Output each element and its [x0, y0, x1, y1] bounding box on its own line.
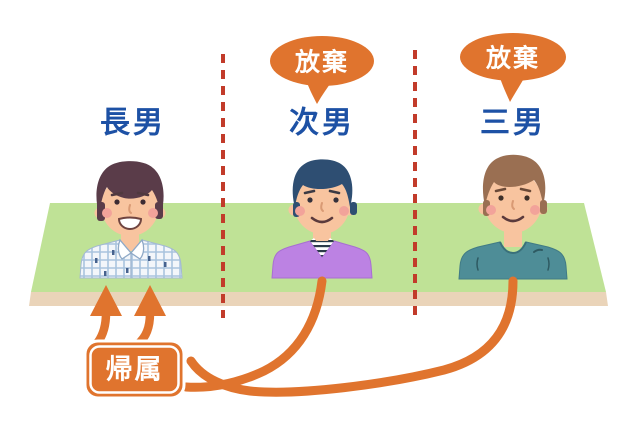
arrow-head-left-icon	[90, 285, 122, 316]
figure-second-son	[271, 159, 373, 279]
attribution-badge-inner-border	[89, 345, 180, 394]
label-third-son: 三男	[480, 106, 546, 141]
speech-bubble-second-son: 放棄	[270, 36, 374, 104]
third-nose	[511, 200, 515, 210]
eldest-eye-right	[140, 199, 146, 205]
eldest-eye-left	[114, 199, 120, 205]
eldest-collar-left	[117, 238, 132, 260]
second-vneck-opening	[310, 238, 334, 257]
flow-curve-from-third-son	[186, 276, 518, 397]
third-chest-mark	[533, 248, 543, 253]
label-eldest-son: 長男	[100, 106, 166, 141]
eldest-hair	[96, 161, 164, 214]
bubble-text-third: 放棄	[485, 44, 540, 73]
label-second-son: 次男	[289, 106, 355, 141]
third-eyebrows	[494, 187, 532, 193]
second-sideburn-right	[350, 202, 357, 215]
figure-third-son	[458, 154, 568, 280]
figure-eldest-son	[79, 161, 183, 279]
eldest-cheek-right	[148, 208, 158, 218]
third-mouth-smile	[501, 215, 525, 223]
speech-bubble-third-son: 放棄	[460, 33, 566, 102]
eldest-sideburn-left	[97, 202, 105, 221]
attribution-badge-label: 帰属	[106, 355, 164, 386]
bubble-body-second	[270, 36, 374, 86]
third-neck	[504, 229, 522, 247]
eldest-collar-right	[130, 238, 145, 260]
eldest-nose	[128, 204, 132, 214]
eldest-mouth-open-smile	[117, 216, 143, 230]
bubble-body-third	[460, 33, 566, 81]
third-shirt-neckline	[499, 241, 527, 255]
arrow-head-right-icon	[134, 285, 166, 316]
third-sideburn-right	[540, 200, 547, 214]
second-eyebrows	[303, 189, 341, 195]
eldest-shirt-check-marks	[95, 250, 167, 276]
arrow-stem-right	[133, 308, 155, 349]
attribution-badge-box	[83, 339, 186, 400]
third-hair	[482, 154, 546, 206]
third-cheek-right	[530, 205, 540, 215]
second-cheek-left	[295, 206, 305, 216]
third-eye-left	[498, 195, 504, 201]
second-cheek-right	[339, 206, 349, 216]
eldest-cheek-left	[102, 208, 112, 218]
bubble-text-second: 放棄	[294, 48, 349, 77]
flow-curve-from-second-son	[181, 276, 327, 392]
attribution-badge: 帰属	[83, 339, 186, 400]
second-mouth-smile	[310, 216, 334, 224]
arrow-stem-left	[93, 308, 111, 347]
second-eye-left	[307, 197, 313, 203]
eldest-eyebrows	[110, 191, 150, 197]
second-eye-right	[333, 197, 339, 203]
third-cheek-left	[486, 205, 496, 215]
third-eye-right	[524, 195, 530, 201]
second-nose	[320, 202, 324, 212]
third-sleeve-creases	[476, 257, 550, 271]
second-hair	[292, 159, 353, 208]
